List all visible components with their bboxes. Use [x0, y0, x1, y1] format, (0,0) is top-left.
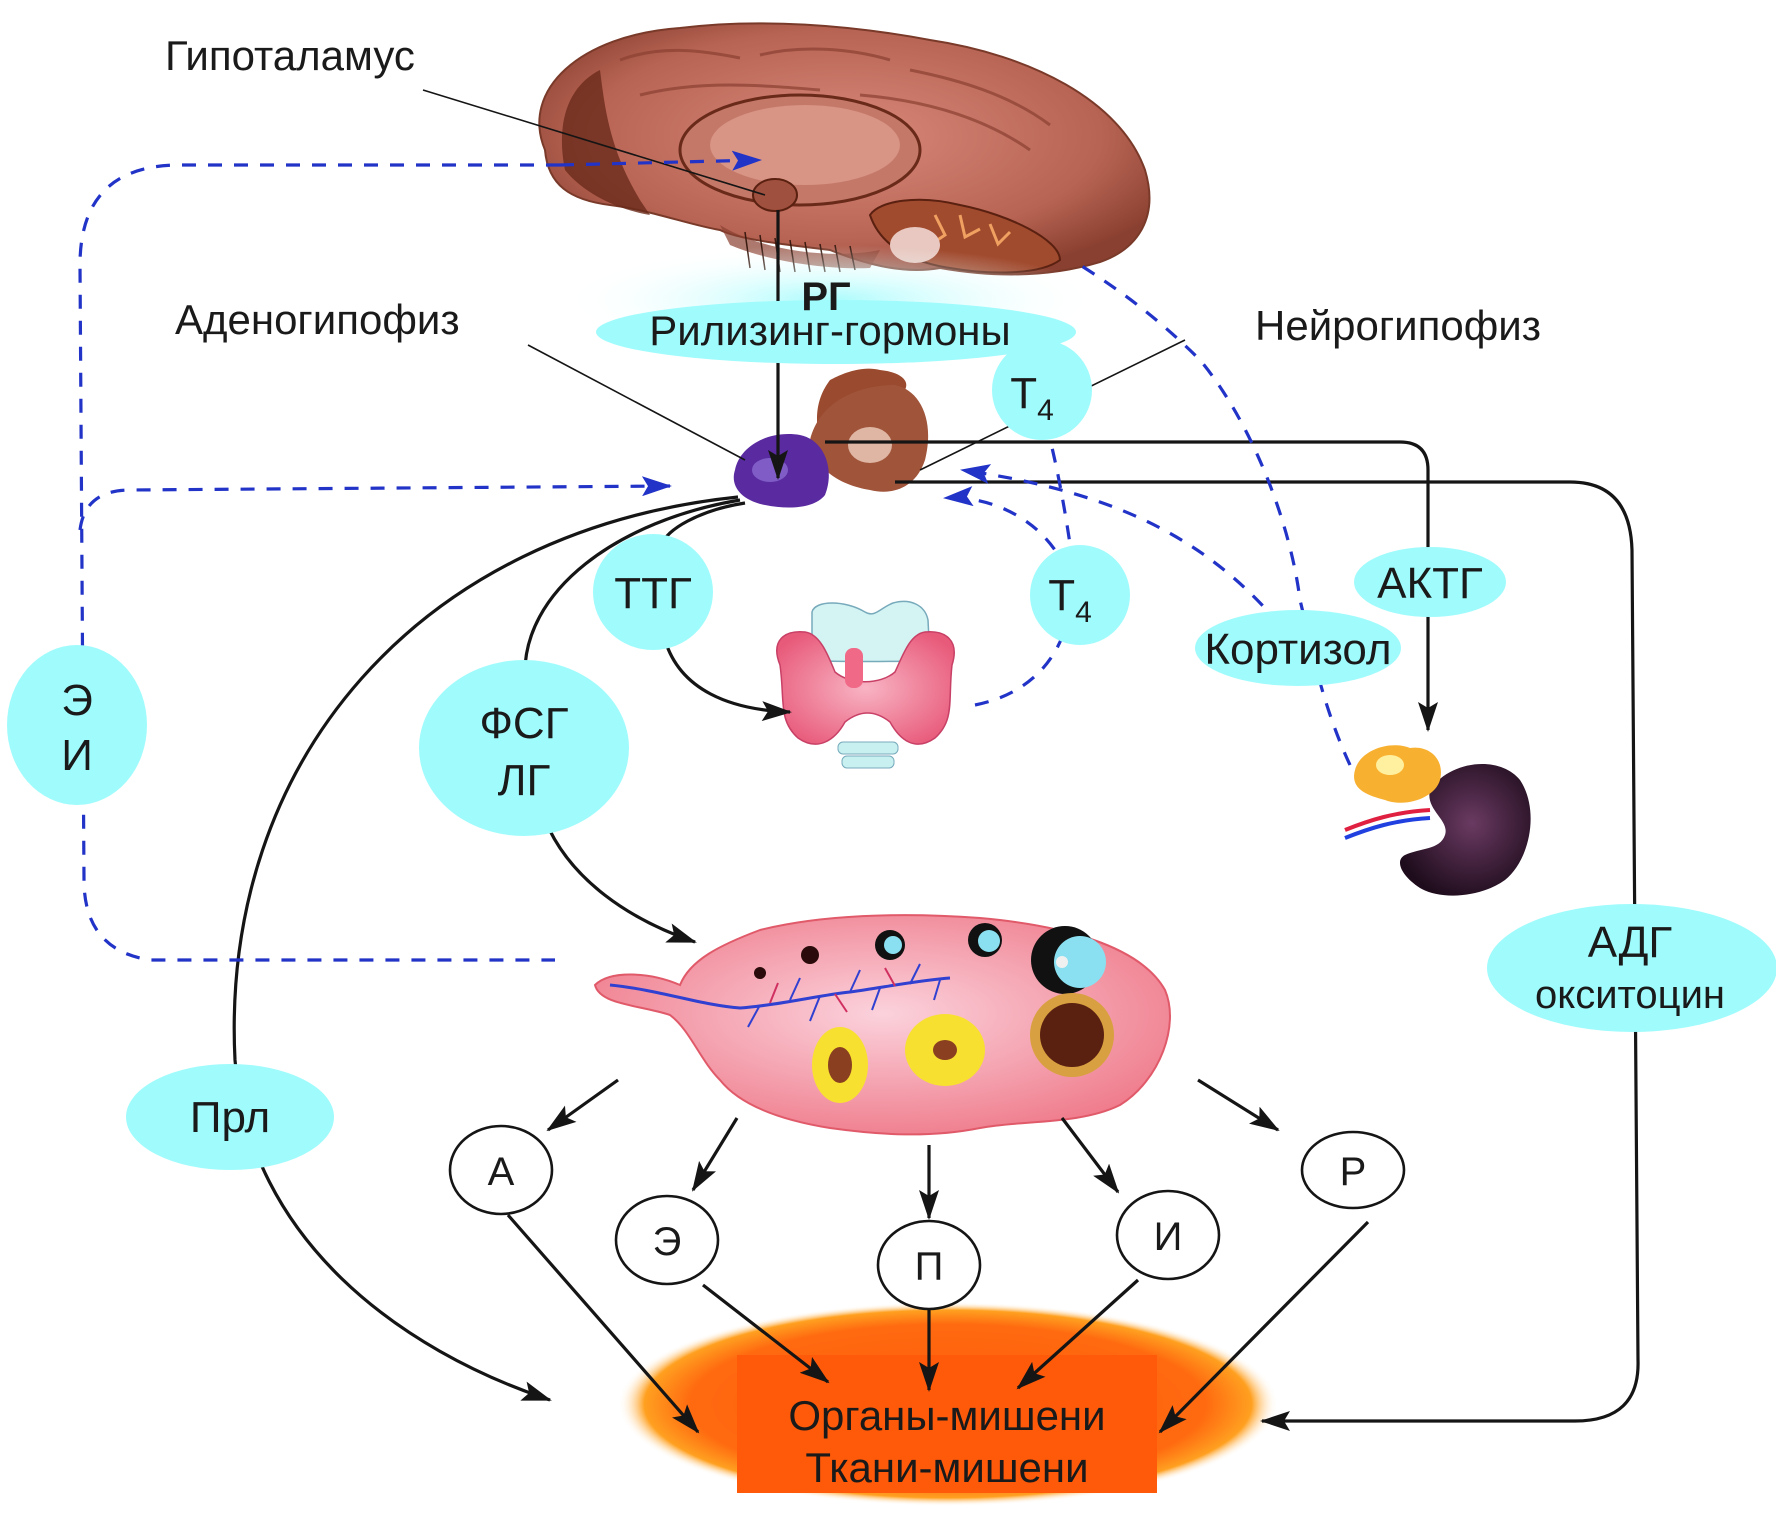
feedback-ei-to-pituitary	[78, 476, 672, 531]
releasing-abbr: РГ	[801, 275, 850, 319]
adg-oxytocin-bubble	[1487, 904, 1776, 1032]
fsg-lg-bubble	[419, 660, 629, 836]
svg-text:Р: Р	[1340, 1150, 1367, 1194]
svg-text:А: А	[488, 1150, 515, 1194]
releasing-full: Рилизинг-гормоны	[649, 307, 1010, 354]
i-label: И	[61, 731, 93, 780]
arrow-fsg-to-ovary	[523, 498, 741, 942]
ovary-product-e: Э	[614, 1194, 720, 1286]
arrow-actg-to-adrenal	[825, 440, 1438, 732]
ovary-product-i: И	[1115, 1189, 1221, 1281]
e-label: Э	[61, 676, 93, 725]
target-tissues-label: Ткани-мишени	[805, 1444, 1088, 1491]
arrow-e-to-target	[702, 1283, 830, 1384]
t4-top-label: T4	[1010, 369, 1054, 427]
feedback-ei-outer-loop	[78, 163, 560, 962]
feedback-cortisol-to-hypothalamus	[1079, 263, 1352, 766]
ei-bubble	[7, 645, 147, 805]
adg-label: АДГ	[1588, 918, 1673, 967]
aktg-bubble	[1354, 547, 1506, 617]
arrow-r-to-target	[1158, 1220, 1370, 1434]
adenohypophysis-label: Аденогипофиз	[175, 296, 460, 343]
lg-label: ЛГ	[498, 756, 551, 805]
prl-label: Прл	[190, 1093, 270, 1142]
arrow-a-to-target	[506, 1213, 700, 1434]
releasing-hormones-bubble	[596, 300, 1076, 364]
pituitary-illustration	[733, 368, 929, 508]
arrow-ovary-to-r	[1197, 1078, 1280, 1132]
hypothalamus-label: Гипоталамус	[165, 32, 415, 79]
arrow-prl-to-target	[232, 495, 739, 1402]
ttg-label: ТТГ	[614, 569, 692, 618]
svg-text:П: П	[915, 1245, 944, 1289]
svg-text:И: И	[1154, 1215, 1183, 1259]
cortisol-bubble	[1195, 610, 1401, 686]
svg-text:Э: Э	[653, 1220, 682, 1264]
adenohypophysis-pointer	[527, 344, 746, 461]
t4-mid-label: T4	[1048, 571, 1092, 629]
oxytocin-label: окситоцин	[1535, 973, 1725, 1017]
arrow-ovary-to-a	[546, 1078, 619, 1132]
ovary-product-r: Р	[1300, 1130, 1406, 1210]
neurohypophysis-label: Нейрогипофиз	[1255, 302, 1541, 349]
hypothalamus-pointer	[422, 89, 766, 196]
adrenal-kidney-illustration	[1344, 745, 1531, 896]
aktg-label: АКТГ	[1377, 559, 1483, 608]
prl-bubble	[126, 1064, 334, 1170]
feedback-ei-to-hypothalamus	[559, 150, 762, 171]
feedback-t4-to-pituitary	[943, 486, 1073, 707]
arrow-ovary-to-i	[1060, 1117, 1120, 1194]
ttg-bubble	[593, 534, 713, 650]
arrow-ovary-to-e	[691, 1117, 739, 1192]
cortisol-label: Кортизол	[1204, 625, 1391, 674]
brain-illustration	[538, 22, 1151, 276]
ovary-illustration	[593, 914, 1171, 1136]
ovary-product-a: А	[448, 1124, 554, 1216]
target-organs-label: Органы-мишени	[788, 1392, 1105, 1439]
fsg-label: ФСГ	[479, 699, 568, 748]
t4-top-bubble	[992, 340, 1092, 440]
arrow-i-to-target	[1016, 1278, 1140, 1390]
t4-mid-bubble	[1030, 545, 1130, 645]
ovary-product-p: П	[876, 1219, 982, 1311]
thyroid-illustration	[776, 600, 955, 769]
